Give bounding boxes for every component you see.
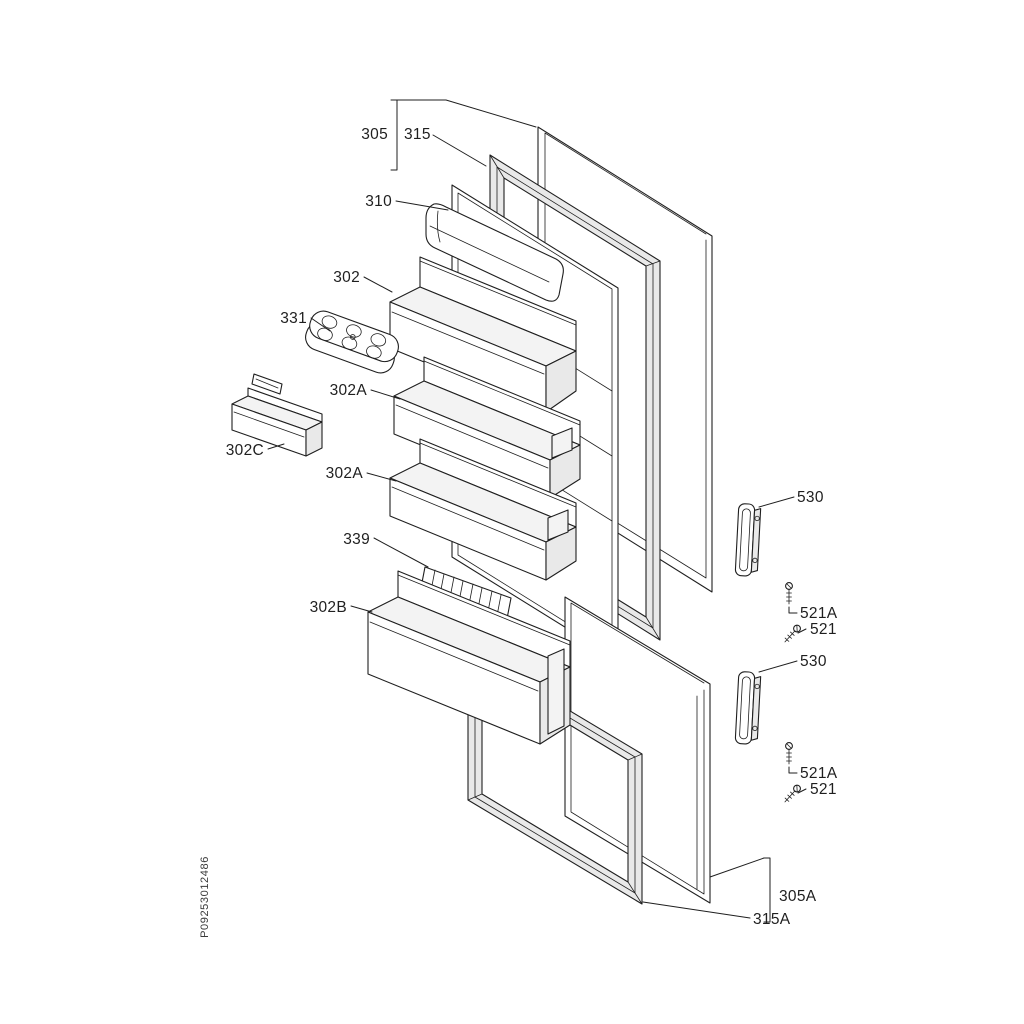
- callout-302a-2: 302A: [326, 465, 364, 482]
- dairy-flap-310: [425, 203, 564, 302]
- tray302c-tab: [251, 373, 283, 395]
- shelf302a2-detail: [391, 442, 577, 551]
- tray302c-tab-line: [255, 378, 279, 389]
- handle-screw-hole: [754, 683, 760, 690]
- shelf302-detail: [391, 260, 577, 375]
- egg-tray-331: [305, 310, 399, 374]
- bracket-305: [390, 99, 398, 171]
- lower-panel-face: [564, 596, 711, 904]
- shelf302a1-clip: [551, 427, 573, 459]
- leader-530-lower: [758, 660, 798, 673]
- callout-521-lower: 521: [810, 781, 837, 798]
- callout-530-upper: 530: [797, 489, 824, 506]
- callout-521-upper: 521: [810, 621, 837, 638]
- tray-302c: [231, 373, 323, 457]
- tray302c-detail: [233, 411, 305, 438]
- handle-inner: [739, 508, 751, 572]
- handle-flange: [750, 676, 762, 741]
- screw-521a-lower: [785, 742, 793, 765]
- handle-530-upper: [734, 503, 762, 577]
- shelf302b-end-bracket: [547, 648, 565, 735]
- callout-339: 339: [343, 531, 370, 548]
- leader-521a-upper: [788, 606, 798, 614]
- screw-521-upper: [784, 624, 801, 643]
- leader-521-upper: [797, 628, 807, 634]
- handle-flange: [750, 508, 762, 573]
- leader-339: [373, 537, 429, 568]
- callout-315a: 315A: [753, 911, 791, 928]
- leader-530-upper: [758, 496, 795, 508]
- screw-521a-upper: [785, 582, 793, 605]
- callout-305: 305: [361, 126, 388, 143]
- leader-521a-lower: [788, 766, 798, 774]
- leader-331: [310, 317, 331, 332]
- egg-cup: [370, 333, 387, 347]
- bottom-shelf-302b: [367, 570, 571, 745]
- callout-302c: 302C: [226, 442, 264, 459]
- bracket-305a: [763, 857, 771, 923]
- shelves-group: [231, 256, 581, 745]
- handle-inner: [739, 676, 751, 740]
- egg-tray-knob: [349, 334, 356, 340]
- door-shelf-302a-1: [393, 356, 581, 499]
- egg-cup: [341, 336, 358, 350]
- handle-screw-hole: [752, 725, 758, 731]
- leader-521-lower: [797, 788, 807, 794]
- callout-302b: 302B: [310, 599, 347, 616]
- handle-screw-hole: [752, 557, 758, 563]
- callouts: 305 315 310 302 331 302A 302C 302A 339 3…: [226, 99, 838, 928]
- egg-cup: [366, 345, 382, 359]
- screw-shaft: [786, 743, 792, 765]
- callout-315: 315: [404, 126, 431, 143]
- shelf302a2-clip: [547, 509, 569, 541]
- screw-521-lower: [784, 784, 801, 803]
- door-shelf-302a-2: [389, 438, 577, 581]
- leader-302b: [350, 605, 373, 613]
- leader-302: [363, 276, 393, 293]
- lower-door-group: [467, 596, 711, 905]
- screw-shaft: [784, 625, 798, 643]
- leader-310: [395, 200, 449, 211]
- egg-cup: [346, 324, 362, 338]
- callout-302a-1: 302A: [330, 382, 368, 399]
- callout-310: 310: [365, 193, 392, 210]
- leader-305a: [709, 857, 765, 878]
- leader-302a-2: [366, 472, 397, 482]
- gasket-corner-seams: [489, 154, 661, 641]
- callout-305a: 305A: [779, 888, 817, 905]
- callout-331: 331: [280, 310, 307, 327]
- screw-shaft: [784, 785, 798, 803]
- leader-315: [432, 134, 487, 167]
- leader-302a-1: [370, 389, 401, 400]
- leader-305: [396, 99, 537, 128]
- callout-521a-lower: 521A: [800, 765, 838, 782]
- callout-521a-upper: 521A: [800, 605, 838, 622]
- tray302c-end-cap: [305, 421, 323, 457]
- shelf302-end-cap: [545, 350, 577, 413]
- handle-530-lower: [734, 671, 762, 745]
- leader-302c: [267, 443, 285, 450]
- document-code: P09253012486: [199, 856, 211, 938]
- dairy-shelf-302: [389, 256, 577, 413]
- shelf302a1-detail: [395, 360, 581, 469]
- callout-530-lower: 530: [800, 653, 827, 670]
- shelf302b-detail: [369, 574, 571, 692]
- flap-detail-lines: [429, 210, 550, 283]
- flap-outline: [425, 203, 564, 302]
- screw-shaft: [786, 583, 792, 605]
- callout-302: 302: [333, 269, 360, 286]
- handle-screw-hole: [754, 515, 760, 522]
- egg-cup: [321, 315, 338, 329]
- leader-315a: [642, 901, 751, 919]
